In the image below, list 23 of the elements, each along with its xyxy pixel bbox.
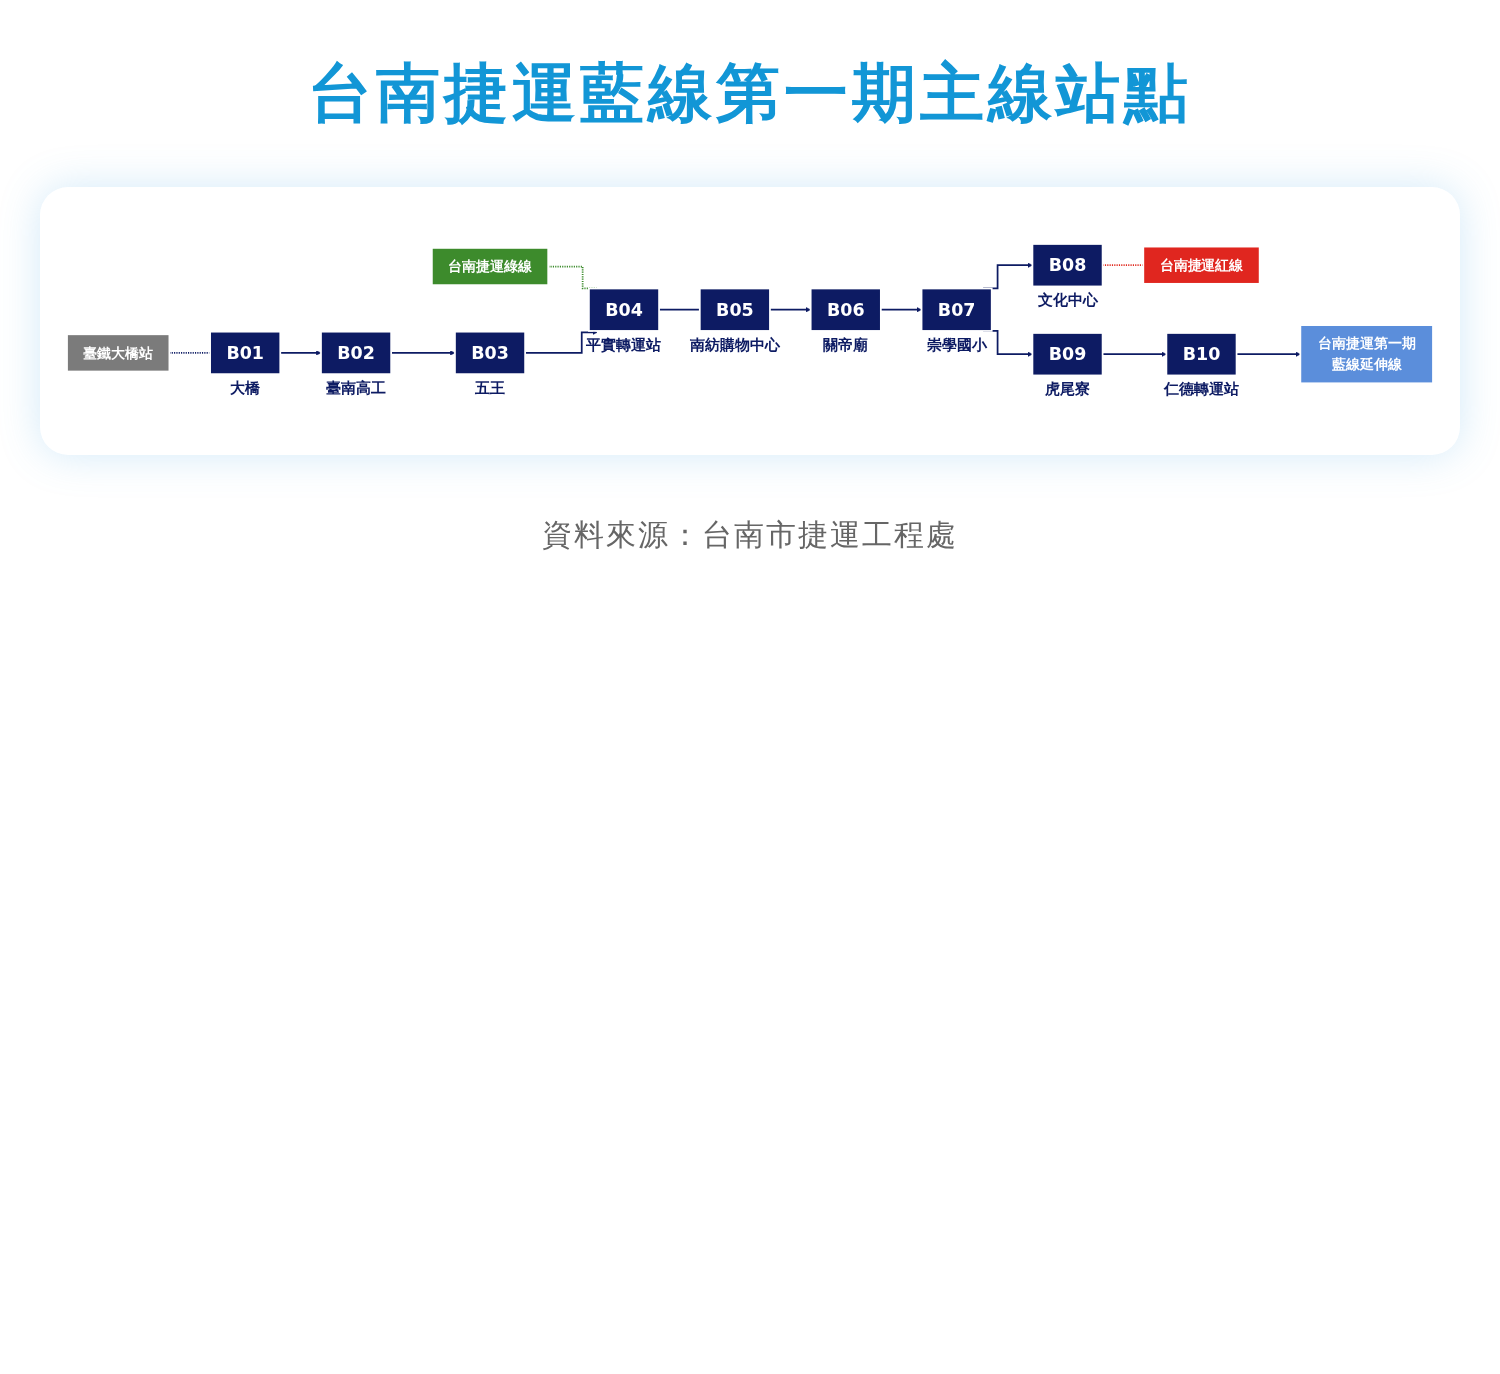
node-box: [209, 330, 282, 375]
station-name: 文化中心: [1037, 291, 1098, 310]
node-box: [1299, 324, 1434, 385]
node-box: [588, 287, 660, 332]
node-box: [1031, 243, 1104, 288]
node-box: [698, 287, 771, 332]
station-name: 臺南高工: [326, 378, 387, 397]
station-name: 五王: [475, 378, 506, 397]
station-name: 虎尾寮: [1045, 380, 1090, 399]
diagram-title: 台南捷運藍線第一期主線站點: [308, 55, 1192, 132]
station-name: 南紡購物中心: [689, 335, 780, 354]
node-box: [66, 333, 171, 373]
node-box: [1142, 245, 1261, 285]
node-box: [454, 330, 526, 375]
node-box: [1031, 332, 1104, 377]
station-name: 仁德轉運站: [1164, 380, 1239, 399]
arrow: [769, 307, 811, 313]
node-box: [1165, 332, 1238, 377]
station-name: 平實轉運站: [586, 335, 662, 354]
node-box: [320, 330, 392, 375]
source-caption: 資料來源：台南市捷運工程處: [542, 516, 958, 554]
node-box: [431, 247, 550, 286]
station-name: 大橋: [230, 378, 261, 397]
